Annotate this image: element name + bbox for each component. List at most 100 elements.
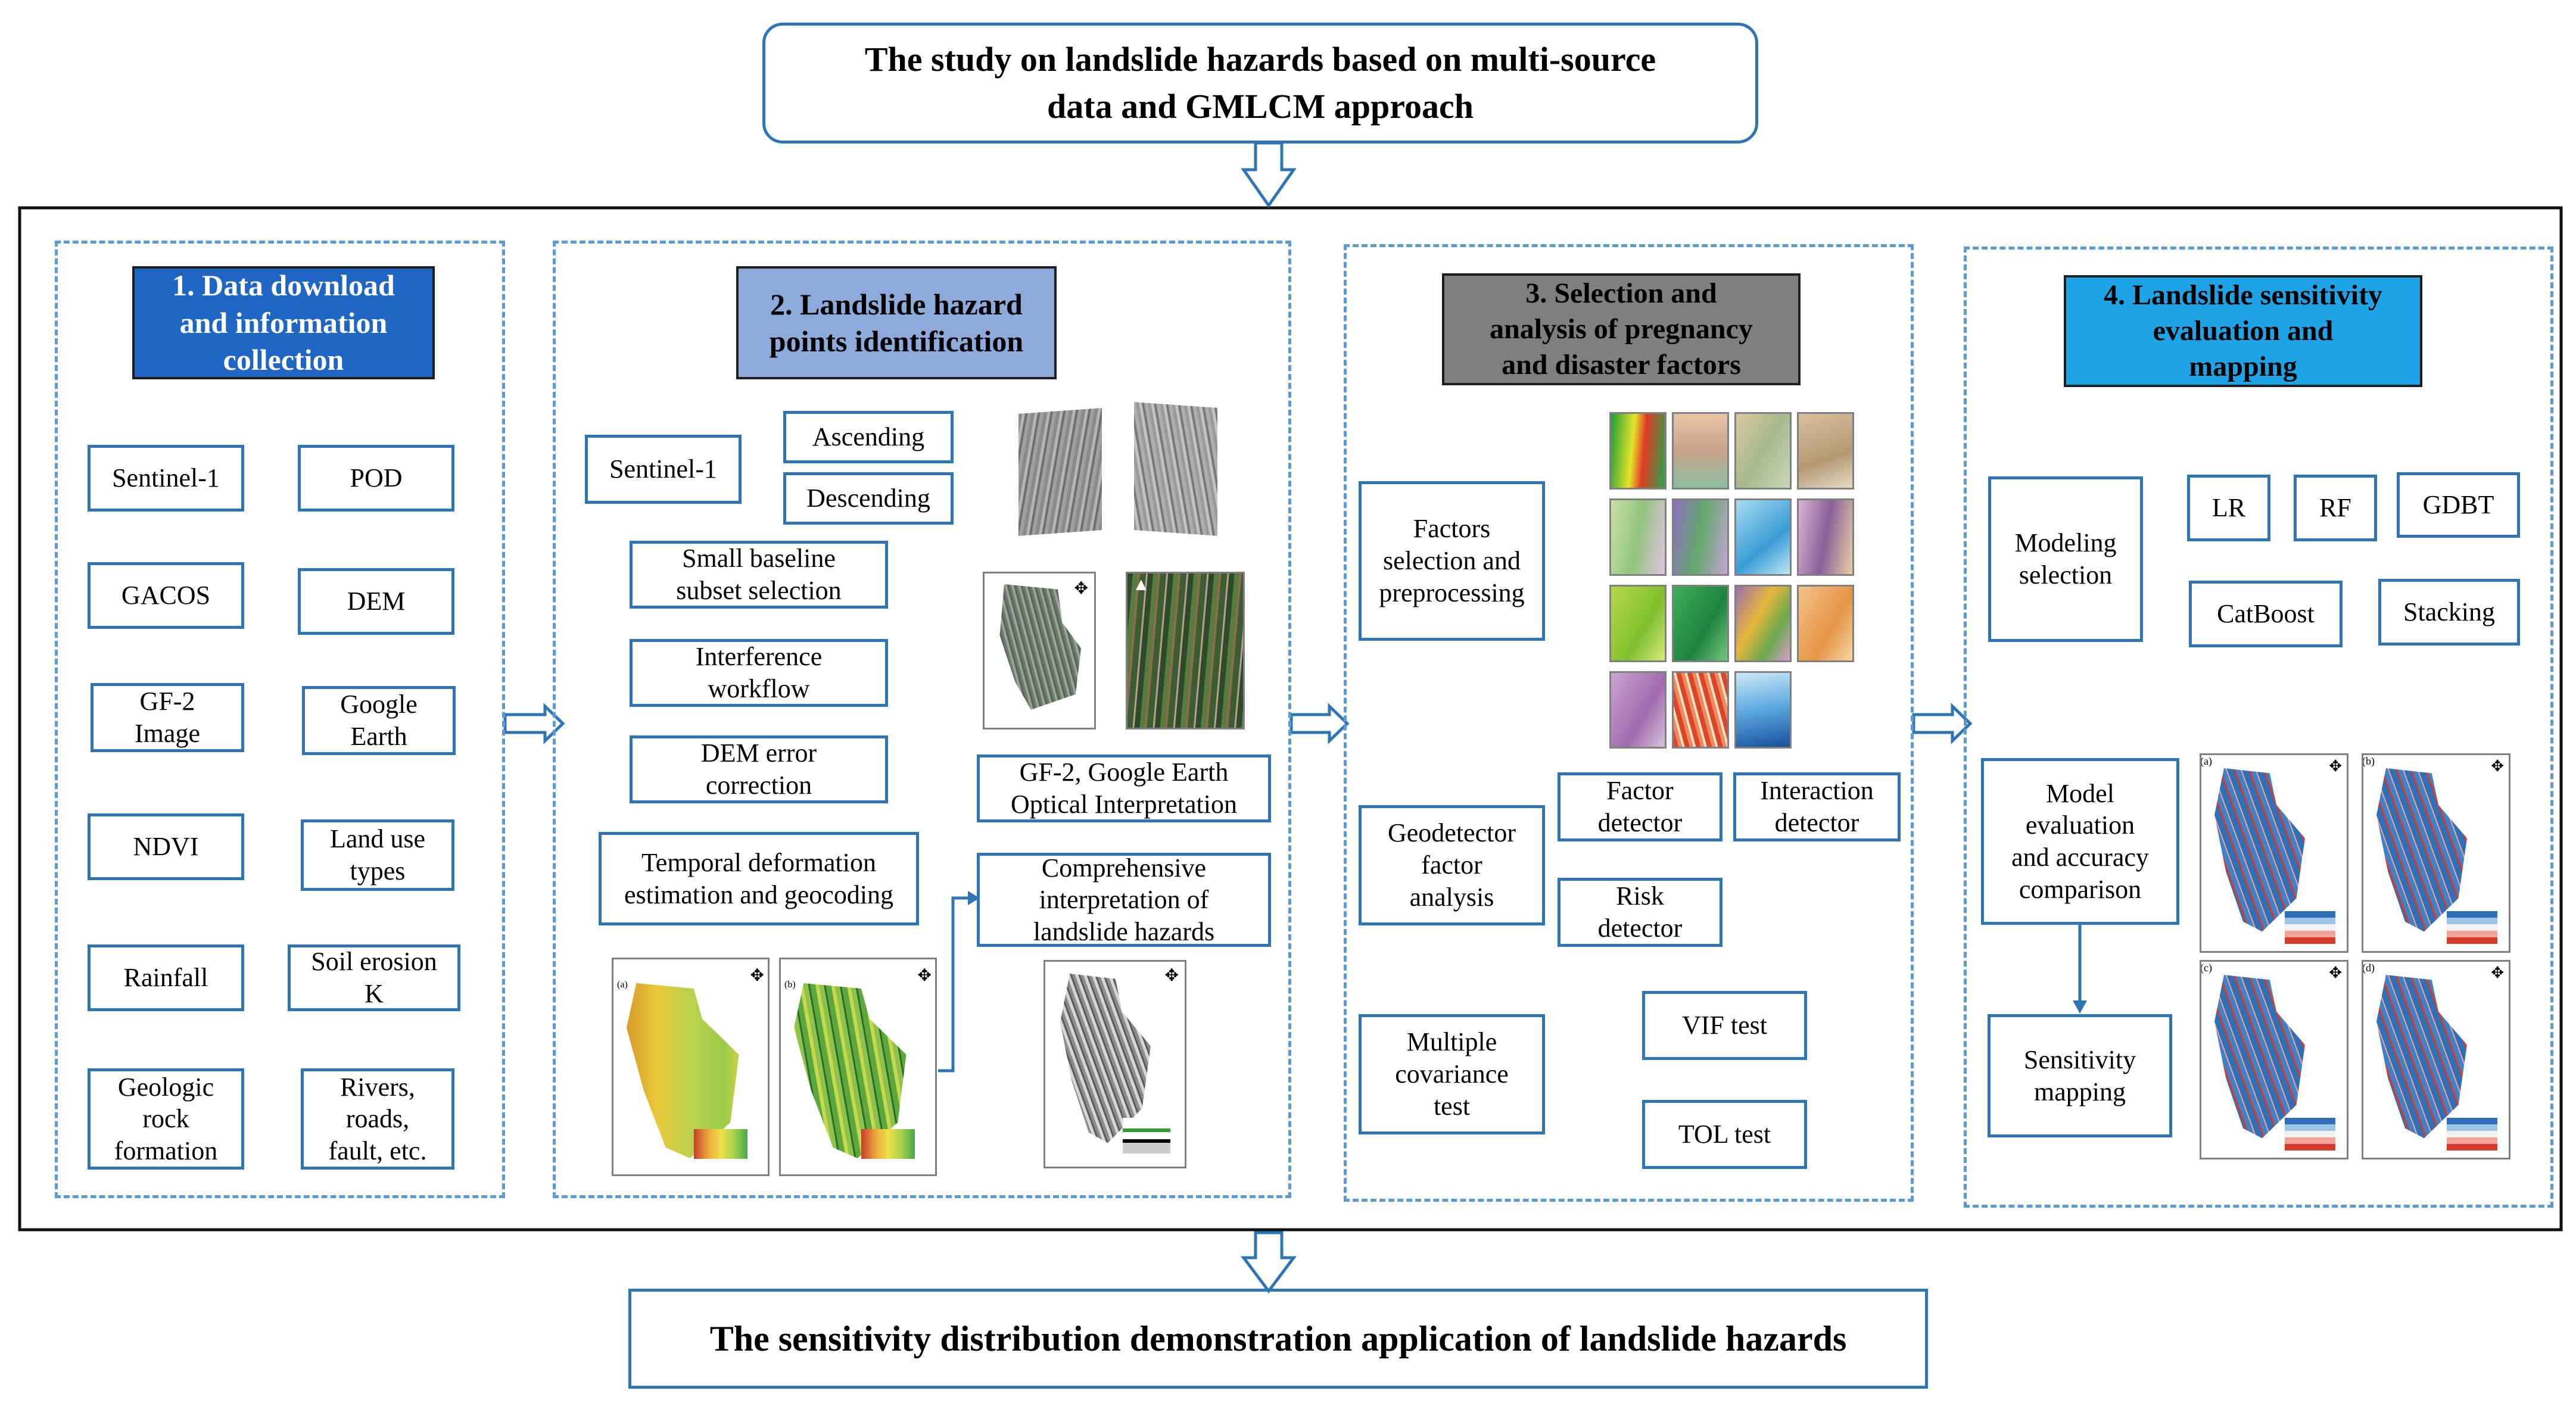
north-arrow-icon: ▲: [1132, 575, 1150, 594]
temporal-box: Temporal deformation estimation and geoc…: [599, 832, 919, 925]
model-lr: LR: [2187, 475, 2270, 541]
map-label: (d): [2362, 962, 2375, 974]
sensitivity-legend: [2285, 911, 2335, 944]
sensitivity-map-b: (b) ✥: [2362, 753, 2510, 953]
panel-3: [1344, 244, 1914, 1202]
north-arrow-icon: ✥: [2491, 757, 2504, 775]
sensitivity-legend: [2447, 911, 2497, 944]
item-sentinel-1: Sentinel-1: [88, 445, 244, 512]
right-arrow-3: [1912, 703, 1973, 744]
footer-text: The sensitivity distribution demonstrati…: [709, 1318, 1847, 1358]
map-to-comprehensive-line: [938, 896, 971, 1073]
factor-map: [1609, 498, 1667, 576]
deformation-legend: [694, 1129, 747, 1159]
item-google-earth: Google Earth: [302, 686, 456, 755]
gf2-optical-map: ✥: [983, 572, 1096, 730]
hazard-legend: [1123, 1118, 1170, 1154]
item-gf2-image: GF-2 Image: [91, 683, 244, 752]
risk-detector-box: Risk detector: [1558, 878, 1722, 947]
item-land-use-types: Land use types: [301, 819, 454, 891]
item-rivers-roads-fault: Rivers, roads, fault, etc.: [301, 1068, 454, 1170]
item-gacos: GACOS: [88, 562, 244, 629]
north-arrow-icon: ✥: [917, 967, 932, 985]
model-catboost: CatBoost: [2189, 581, 2343, 647]
item-soil-erosion-k: Soil erosion K: [288, 944, 460, 1011]
title-box: The study on landslide hazards based on …: [762, 23, 1758, 144]
factor-map: [1797, 412, 1854, 490]
item-dem: DEM: [298, 568, 454, 635]
north-arrow-icon: ✥: [1164, 967, 1179, 985]
sentinel-1-source: Sentinel-1: [585, 435, 742, 504]
map-label: (c): [2200, 962, 2212, 974]
title-text: The study on landslide hazards based on …: [864, 40, 1656, 126]
main-frame: [18, 206, 2563, 1232]
map-to-comprehensive-arrowhead: [968, 891, 980, 905]
panel-2: [553, 241, 1291, 1198]
item-pod: POD: [298, 445, 454, 512]
panel-4: [1964, 247, 2553, 1208]
sensitivity-map-d: (d) ✥: [2362, 960, 2510, 1159]
factor-map: [1734, 498, 1792, 576]
sar-image-descending: [1134, 402, 1217, 536]
comprehensive-box: Comprehensive interpretation of landslid…: [977, 853, 1271, 947]
geodetector-box: Geodetector factor analysis: [1359, 805, 1545, 925]
factor-maps-grid: [1609, 412, 1855, 749]
panel-3-header: 3. Selection and analysis of pregnancy a…: [1442, 273, 1801, 385]
factor-map: [1672, 498, 1729, 576]
model-stacking: Stacking: [2378, 579, 2520, 646]
sensitivity-map-c: (c) ✥: [2200, 960, 2348, 1159]
factor-map: [1734, 412, 1792, 490]
interaction-detector-box: Interaction detector: [1733, 772, 1901, 841]
factor-map: [1797, 585, 1854, 662]
sbas-box: Small baseline subset selection: [630, 541, 888, 609]
north-arrow-icon: ✥: [2329, 964, 2342, 981]
factor-map: [1734, 671, 1792, 749]
down-arrow-bottom: [1241, 1231, 1297, 1294]
sensitivity-legend: [2447, 1118, 2497, 1151]
google-earth-image: ▲: [1126, 572, 1245, 730]
deformation-legend: [861, 1129, 915, 1159]
factor-map: [1609, 671, 1667, 749]
tol-test-box: TOL test: [1642, 1100, 1807, 1169]
map-label: (a): [2200, 755, 2212, 768]
down-arrow-top: [1241, 141, 1297, 208]
panel-4-header: 4. Landslide sensitivity evaluation and …: [2064, 275, 2422, 387]
item-rainfall: Rainfall: [88, 944, 244, 1011]
factor-map: [1609, 585, 1667, 662]
descending-box: Descending: [783, 472, 954, 525]
item-ndvi: NDVI: [88, 813, 244, 880]
sensitivity-mapping-box: Sensitivity mapping: [1988, 1014, 2172, 1137]
north-arrow-icon: ✥: [2329, 757, 2342, 775]
sar-image-ascending: [1018, 408, 1102, 536]
factor-map: [1797, 498, 1854, 576]
north-arrow-icon: ✥: [1074, 579, 1088, 598]
panel-1-header: 1. Data download and information collect…: [132, 266, 435, 379]
sensitivity-map-a: (a) ✥: [2200, 753, 2348, 953]
map-label: (b): [2362, 755, 2375, 768]
north-arrow-icon: ✥: [750, 967, 764, 985]
interference-box: Interference workflow: [630, 639, 888, 707]
dem-error-box: DEM error correction: [630, 735, 888, 803]
factors-selection-box: Factors selection and preprocessing: [1359, 481, 1545, 641]
factor-detector-box: Factor detector: [1558, 772, 1722, 841]
north-arrow-icon: ✥: [2491, 964, 2504, 981]
footer-box: The sensitivity distribution demonstrati…: [628, 1289, 1928, 1389]
panel-1: [55, 241, 505, 1198]
sensitivity-legend: [2285, 1118, 2335, 1151]
deformation-map-descending: (b) ✥: [779, 958, 937, 1176]
eval-to-mapping-arrowhead: [2073, 1000, 2087, 1014]
model-evaluation-box: Model evaluation and accuracy comparison: [1981, 758, 2179, 925]
factor-map: [1672, 412, 1729, 490]
landslide-hazard-hillshade-map: ✥: [1044, 960, 1186, 1168]
factor-map: [1734, 585, 1792, 662]
item-geologic-rock-formation: Geologic rock formation: [88, 1068, 244, 1170]
right-arrow-2: [1289, 703, 1350, 744]
vif-test-box: VIF test: [1642, 991, 1807, 1060]
multiple-covariance-box: Multiple covariance test: [1359, 1014, 1545, 1134]
ascending-box: Ascending: [783, 411, 954, 463]
factor-map: [1672, 671, 1729, 749]
gf2-interpretation-box: GF-2, Google Earth Optical Interpretatio…: [977, 755, 1271, 822]
factor-map: [1609, 412, 1667, 490]
model-rf: RF: [2294, 475, 2377, 541]
